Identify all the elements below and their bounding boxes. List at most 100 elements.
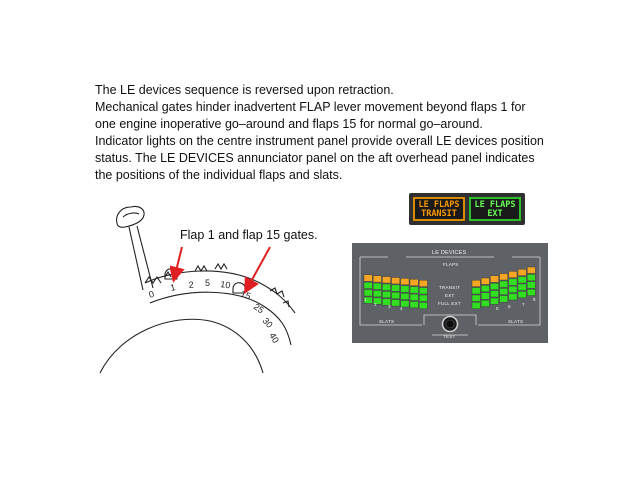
- test-button-ring: [445, 319, 455, 329]
- le-device-segment: [382, 276, 391, 284]
- gates-callout: Flap 1 and flap 15 gates.: [180, 228, 318, 242]
- le-device-segment: [517, 291, 527, 299]
- left-segment-number: 4: [400, 306, 403, 311]
- panel-graphics: [359, 256, 541, 336]
- le-device-segment: [382, 283, 391, 291]
- panel-outline-right: [478, 256, 541, 326]
- panel-test-label: TEST: [443, 334, 456, 339]
- le-device-segment: [418, 287, 428, 295]
- le-device-segment: [508, 286, 518, 293]
- arrow-flap-15: [244, 246, 271, 295]
- gate-notches: [144, 262, 290, 308]
- le-device-segment: [508, 293, 518, 301]
- panel-slats-right-label: SLATS: [508, 319, 524, 324]
- le-device-segment: [382, 291, 391, 299]
- le-device-segment: [363, 296, 373, 304]
- le-device-segment: [363, 274, 373, 282]
- le-device-segment: [471, 302, 481, 310]
- light-label: LE FLAPS: [418, 200, 460, 210]
- le-device-segment: [418, 280, 428, 287]
- le-device-segment: [517, 269, 527, 276]
- le-device-segment: [480, 277, 490, 285]
- panel-title: LE DEVICES: [432, 250, 467, 256]
- le-device-segment: [391, 292, 400, 299]
- le-device-segment: [490, 283, 499, 290]
- lever-handle: [116, 205, 145, 228]
- left-segment-number: 1: [364, 297, 367, 302]
- le-device-segment: [418, 302, 428, 310]
- le-device-segment: [391, 284, 400, 292]
- lever-knob-detail: [122, 212, 140, 218]
- lever-shaft: [128, 225, 154, 291]
- le-device-segment: [499, 295, 509, 303]
- callout-arrows: [170, 246, 271, 295]
- le-device-segment: [400, 300, 410, 308]
- le-device-segment: [508, 271, 518, 278]
- le-device-segment: [391, 277, 400, 285]
- le-device-segment: [480, 292, 490, 300]
- light-label: EXT: [487, 209, 503, 219]
- le-device-segment: [391, 299, 400, 307]
- le-device-segment: [400, 285, 410, 293]
- light-label: TRANSIT: [421, 209, 457, 219]
- le-device-segment: [508, 278, 518, 286]
- scale-label-1: 1: [169, 282, 176, 293]
- le-device-segment: [363, 289, 373, 297]
- text-line: one engine inoperative go–around and fla…: [95, 117, 483, 131]
- panel-transit-label: TRANSIT: [439, 285, 461, 290]
- scale-label-10: 10: [220, 279, 231, 290]
- text-line: status. The LE DEVICES annunciator panel…: [95, 151, 535, 165]
- le-device-segment: [409, 286, 419, 294]
- le-device-segment: [373, 290, 382, 298]
- le-device-segment: [471, 280, 481, 287]
- le-indicator-lights: LE FLAPS TRANSIT LE FLAPS EXT: [409, 193, 525, 225]
- le-device-segment: [490, 297, 499, 305]
- le-device-segment: [418, 294, 428, 302]
- le-device-segment: [409, 293, 419, 301]
- le-devices-panel: LE DEVICES FLAPS TRANSIT EXT FULL EXT SL…: [352, 243, 548, 343]
- le-device-segment: [499, 273, 509, 281]
- le-device-segment: [409, 279, 419, 286]
- scale-label-2: 2: [188, 280, 194, 290]
- le-device-segment: [526, 281, 536, 289]
- scale-label-30: 30: [261, 316, 275, 330]
- scale-label-0: 0: [148, 289, 156, 300]
- panel-full-ext-label: FULL EXT: [438, 301, 461, 306]
- le-device-segment: [409, 301, 419, 309]
- scale-label-5: 5: [205, 278, 210, 288]
- quadrant-arc-outer: [149, 291, 292, 346]
- le-device-segment: [382, 298, 391, 306]
- left-wing-segments: [363, 274, 428, 310]
- le-device-segment: [499, 288, 509, 296]
- le-flaps-ext-light: LE FLAPS EXT: [469, 197, 521, 221]
- le-device-segment: [490, 275, 499, 283]
- le-device-segment: [499, 280, 509, 288]
- panel-outline-left: [359, 256, 422, 326]
- right-segment-number: 7: [522, 302, 525, 307]
- right-segment-number: 5: [496, 306, 499, 311]
- arrow-flap-1: [170, 246, 185, 283]
- left-segment-number: 3: [388, 304, 391, 309]
- le-device-segment: [526, 274, 536, 281]
- text-line: Indicator lights on the centre instrumen…: [95, 134, 544, 148]
- le-device-segment: [373, 275, 382, 283]
- le-device-segment: [471, 294, 481, 302]
- text-line: The LE devices sequence is reversed upon…: [95, 83, 394, 97]
- le-device-segment: [471, 287, 481, 295]
- text-line: the positions of the individual flaps an…: [95, 168, 343, 182]
- le-device-segment: [400, 293, 410, 300]
- le-device-segment: [517, 276, 527, 284]
- le-device-segment: [373, 297, 382, 305]
- panel-flaps-label: FLAPS: [443, 262, 459, 267]
- le-device-segment: [480, 285, 490, 293]
- right-segment-number: 8: [533, 297, 536, 302]
- right-segment-number: 6: [508, 304, 511, 309]
- le-device-segment: [480, 300, 490, 307]
- scale-label-25: 25: [252, 301, 266, 315]
- le-device-segment: [490, 290, 499, 298]
- le-device-segment: [363, 282, 373, 289]
- lever-base-arc: [99, 318, 264, 374]
- panel-ext-label: EXT: [445, 293, 455, 298]
- test-bracket: [423, 314, 477, 336]
- le-device-segment: [517, 283, 527, 291]
